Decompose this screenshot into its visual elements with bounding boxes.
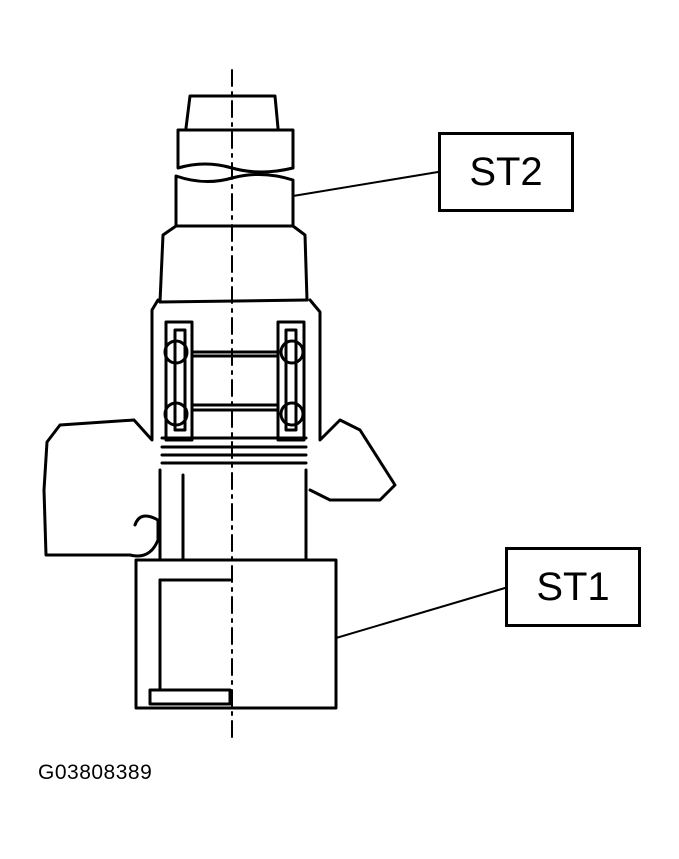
st1-label-box: ST1 bbox=[505, 547, 641, 627]
bearing-ball bbox=[279, 401, 305, 427]
bearing-race-right bbox=[276, 320, 306, 442]
bearing-ball bbox=[279, 339, 305, 365]
st2-tool-band bbox=[174, 173, 295, 228]
st2-tool-hex bbox=[176, 128, 295, 174]
st2-leader-line bbox=[292, 171, 439, 197]
figure-code: G03808389 bbox=[38, 761, 153, 784]
knuckle-right bbox=[308, 298, 397, 502]
bearing-race-left bbox=[164, 320, 194, 442]
st2-label: ST2 bbox=[469, 149, 543, 194]
st1-tool-body bbox=[134, 558, 338, 710]
knuckle-left bbox=[42, 298, 160, 557]
bearing-ball bbox=[163, 339, 189, 365]
bearing-ball bbox=[163, 401, 189, 427]
st2-tool-cap bbox=[184, 94, 280, 130]
st1-label: ST1 bbox=[536, 564, 610, 609]
st1-leader-line bbox=[335, 587, 506, 639]
st2-label-box: ST2 bbox=[438, 132, 574, 212]
